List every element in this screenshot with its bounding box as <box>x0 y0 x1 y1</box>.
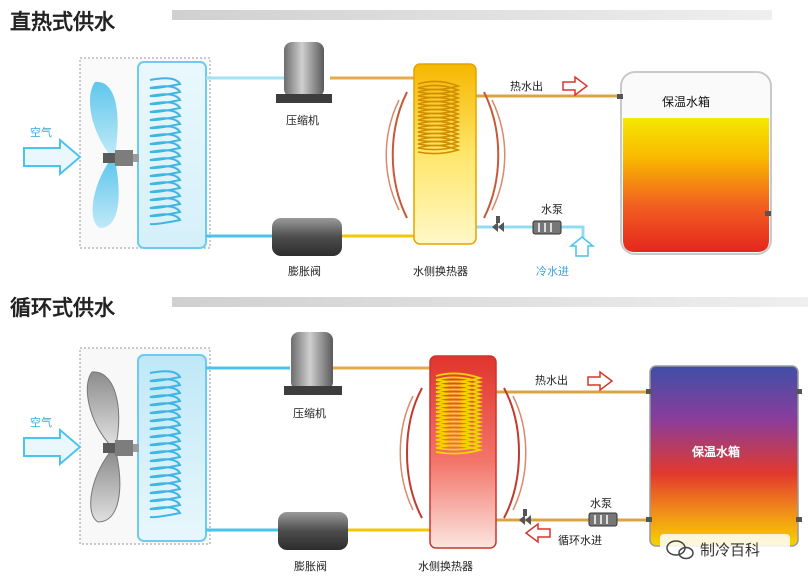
air-coil-pattern <box>149 370 182 519</box>
expansion-valve-label: 膨胀阀 <box>294 559 327 573</box>
tank-label: 保温水箱 <box>691 444 740 459</box>
air-coil <box>137 61 207 249</box>
pump-label: 水泵 <box>590 497 612 510</box>
compressor-label: 压缩机 <box>286 113 319 127</box>
air-inlet-arrow <box>23 137 82 177</box>
exchanger-label: 水侧换热器 <box>418 559 473 573</box>
section-circulating-heating: 循环式供水 空气 压缩机 <box>10 296 808 573</box>
hot-water-out-arrow <box>587 370 614 392</box>
air-label: 空气 <box>30 415 52 429</box>
air-label: 空气 <box>30 125 52 139</box>
circulating-water-in-label: 循环水进 <box>558 534 602 547</box>
water-heat-exchanger-icon <box>399 355 527 549</box>
title-bar <box>172 297 808 307</box>
insulated-water-tank <box>617 71 772 255</box>
tank-label: 保温水箱 <box>662 94 710 109</box>
section-title: 直热式供水 <box>10 10 116 34</box>
expansion-valve-icon <box>278 512 348 550</box>
hot-water-out-label: 热水出 <box>510 79 543 93</box>
section-title: 循环式供水 <box>10 296 116 320</box>
watermark-text: 制冷百科 <box>700 541 760 559</box>
water-heat-exchanger-icon <box>385 63 506 245</box>
title-bar <box>172 10 772 20</box>
expansion-valve-icon <box>272 218 342 256</box>
compressor-icon <box>276 42 332 103</box>
pump-label: 水泵 <box>541 203 563 216</box>
cold-water-in-arrow <box>568 236 596 257</box>
compressor-label: 压缩机 <box>293 406 326 420</box>
watermark: 制冷百科 <box>660 534 790 564</box>
water-pump-icon <box>492 216 562 235</box>
compressor-icon <box>284 332 342 395</box>
circulating-water-in-arrow <box>524 522 551 544</box>
air-coil-pattern <box>149 77 182 226</box>
pipe-cold-water-in <box>476 225 585 246</box>
wechat-icon <box>666 540 694 560</box>
air-coil <box>137 354 207 542</box>
cold-water-in-label: 冷水进 <box>536 265 569 278</box>
water-pump-icon <box>519 509 618 527</box>
section-direct-heating: 直热式供水 空气 <box>10 10 772 278</box>
hot-water-out-arrow <box>562 75 589 97</box>
air-inlet-arrow <box>23 427 82 467</box>
fan-icon <box>86 371 139 523</box>
hot-water-out-label: 热水出 <box>535 373 568 387</box>
fan-icon <box>90 81 139 228</box>
expansion-valve-label: 膨胀阀 <box>288 264 321 278</box>
exchanger-label: 水侧换热器 <box>413 264 468 278</box>
